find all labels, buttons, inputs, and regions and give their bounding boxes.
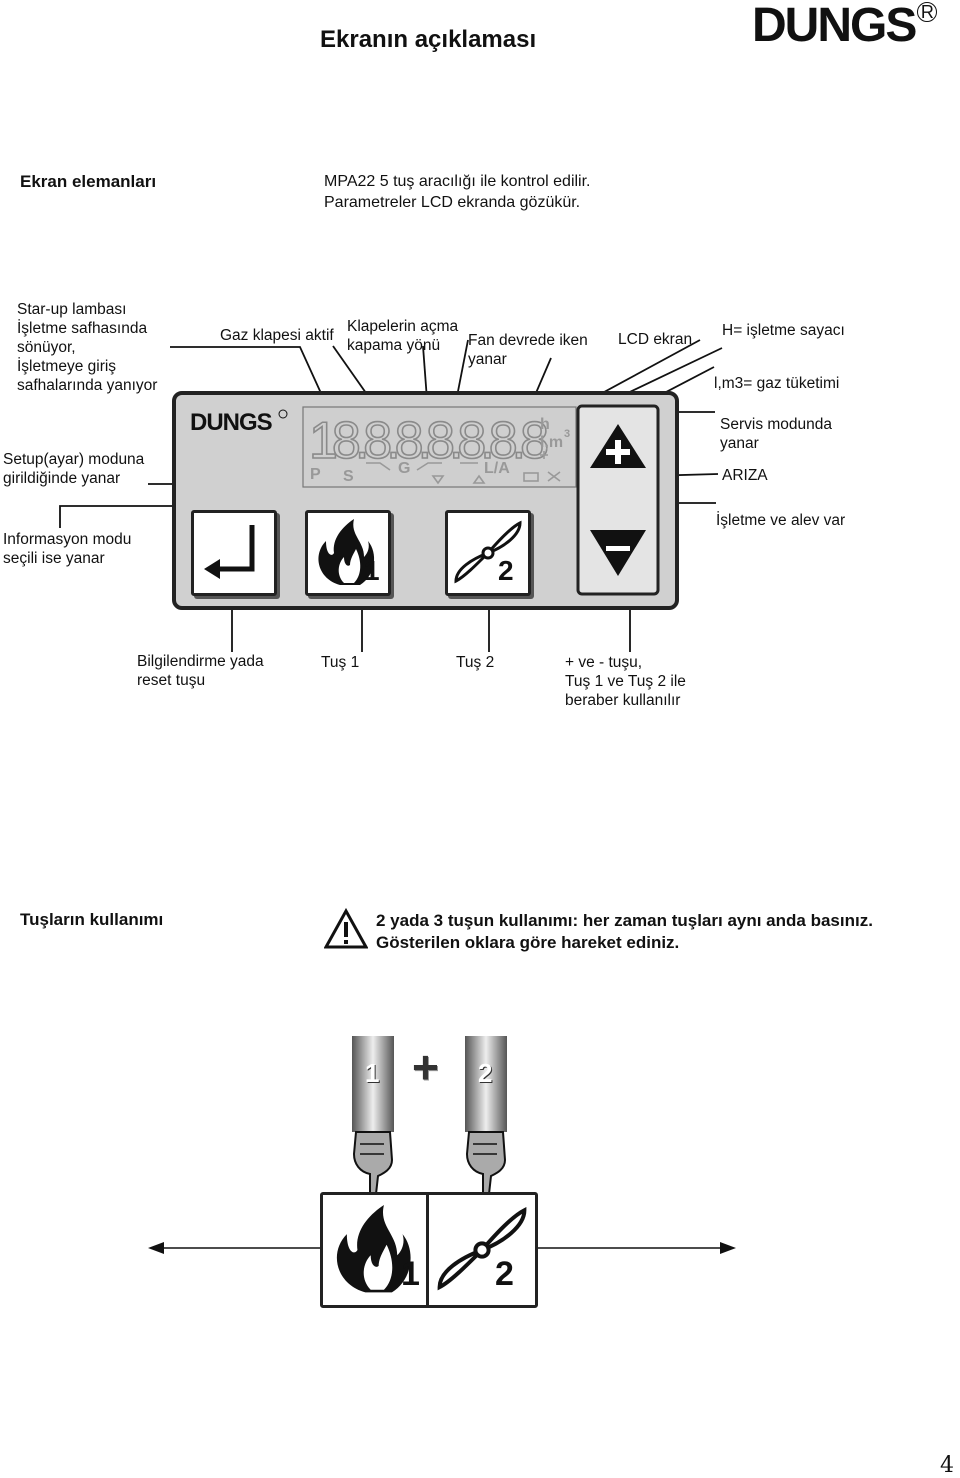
page-title: Ekranın açıklaması [320,26,537,53]
key-1-number: 1 [364,555,380,586]
warning-icon [324,908,368,949]
label-key2: Tuş 2 [456,654,495,671]
key-1-flame[interactable]: 1 [305,510,391,596]
label-flame: İşletme ve alev var [716,512,846,529]
finger-1-number: 1 [365,1058,380,1088]
label-valve-direction: Klapelerin açma kapama yönü [347,318,459,354]
key-2-fan[interactable]: 2 [445,510,531,596]
demo-key-2-fan[interactable]: 2 [426,1192,538,1308]
flame-icon [336,1204,411,1293]
lcd-seg-la: L/A [484,460,510,477]
label-startup-lamp: Star-up lambası İşletme safhasında sönüy… [17,301,158,394]
device-diagram: DUNGS 18.8.8.8.8.8.8 P S G L/A h l,m 3 [59,339,723,652]
plus-minus-column [576,404,660,596]
warning-line-1: 2 yada 3 tuşun kullanımı: her zaman tuşl… [376,911,873,930]
logo-text: DUNGS [752,0,917,52]
label-gas-consumption: l,m3= gaz tüketimi [714,375,840,392]
lcd-seg-lm: l,m [540,434,563,451]
panel-brand: DUNGS [190,409,273,436]
lcd-seg-g: G [398,460,410,477]
lcd-small-symbols [366,451,561,485]
finger-arrow-1: 1 [352,1036,394,1196]
pointing-hand-icon [465,1131,507,1195]
label-plus-minus: + ve - tuşu, Tuş 1 ve Tuş 2 ile beraber … [565,654,686,709]
label-hours-counter: H= işletme sayacı [722,322,845,339]
label-gas-valve: Gaz klapesi aktif [220,327,334,344]
pointing-hand-icon [352,1131,394,1195]
page-number: 4 [940,1453,954,1478]
lcd-seg-3: 3 [564,428,570,440]
label-fault: ARIZA [722,467,768,484]
plus-triangle-icon [590,424,646,468]
finger-arrow-2: 2 [465,1036,507,1196]
section-heading-elements: Ekran elemanları [20,172,157,191]
fan-propeller-icon [454,520,522,584]
label-lcd: LCD ekran [618,331,693,348]
panel-registered-mark [278,409,288,419]
reset-key[interactable] [191,510,277,596]
key-2-number: 2 [498,555,514,586]
lcd-seg-s: S [343,468,354,485]
minus-key[interactable] [582,506,654,590]
label-setup-mode: Setup(ayar) moduna girildiğinde yanar [3,451,145,487]
label-key1: Tuş 1 [321,654,360,671]
lcd-segment-digits: 18.8.8.8.8.8.8 [309,412,547,470]
label-reset-key: Bilgilendirme yada reset tuşu [137,653,264,689]
enter-arrow-icon [204,525,255,579]
flame-icon [318,519,375,585]
finger-2-number: 2 [478,1058,493,1088]
minus-triangle-icon [590,530,646,576]
plus-key[interactable] [582,410,654,490]
demo-key-1-number: 1 [401,1255,420,1293]
label-fan: Fan devrede iken yanar [468,332,588,368]
lcd-seg-h: h [540,416,550,433]
warning-line-2: Gösterilen oklara göre hareket ediniz. [376,933,680,952]
lcd-seg-p: P [310,466,321,483]
fan-propeller-icon [437,1207,527,1291]
plus-sign: + [412,1041,439,1093]
demo-key-2-number: 2 [495,1255,514,1293]
registered-mark: R [917,2,938,22]
label-service-mode: Servis modunda yanar [720,416,833,452]
section-description-2: Parametreler LCD ekranda gözükür. [324,194,581,211]
section-description-1: MPA22 5 tuş aracılığı ile kontrol edilir… [324,173,591,190]
label-info-mode: Informasyon modu seçili ise yanar [3,531,132,567]
section-heading-key-usage: Tuşların kullanımı [20,910,164,929]
demo-key-1-flame[interactable]: 1 [320,1192,432,1308]
